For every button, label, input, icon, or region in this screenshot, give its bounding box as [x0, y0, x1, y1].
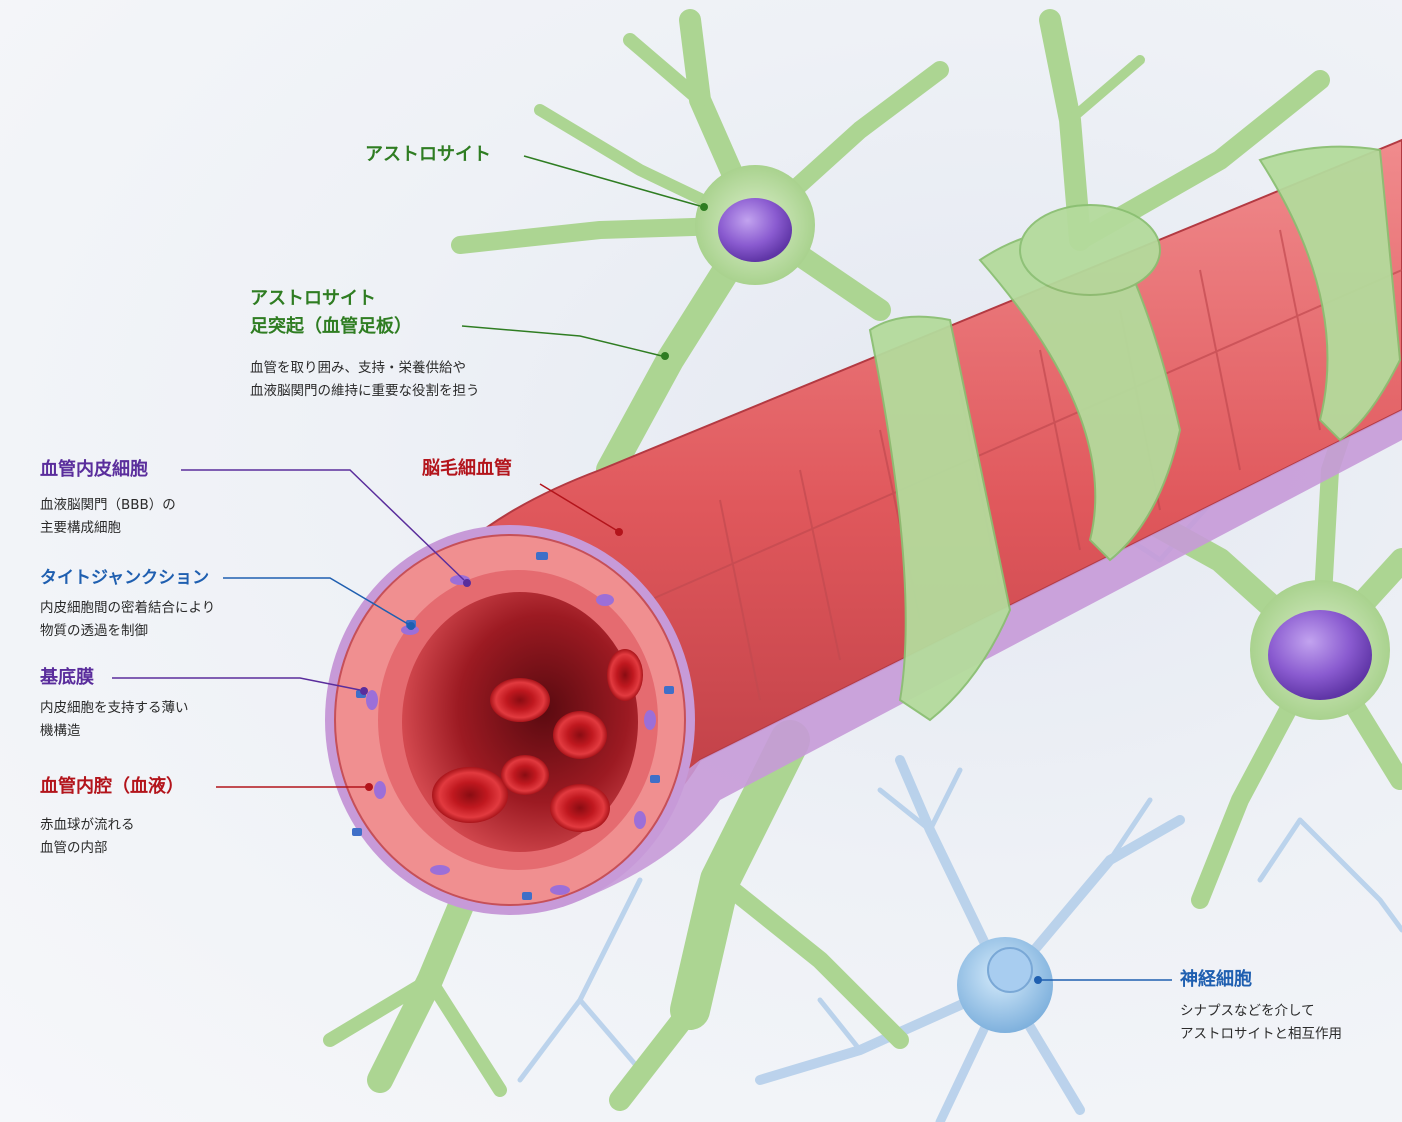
label-capillary: 脳毛細血管 — [422, 458, 512, 479]
label-endfoot-line1: アストロサイト — [250, 288, 376, 309]
desc-tight-junction-line1: 内皮細胞間の密着結合により — [40, 600, 216, 616]
label-neuron: 神経細胞 — [1180, 969, 1252, 990]
rbc — [550, 784, 610, 832]
leader-tight-junction — [223, 577, 409, 625]
leader-capillary — [539, 483, 617, 531]
desc-neuron-line1: シナプスなどを介して — [1180, 1003, 1315, 1019]
astrocyte-nucleus-top — [718, 198, 792, 262]
neuron-network — [517, 397, 1402, 1122]
rbc — [553, 711, 607, 759]
desc-endothelial-line2: 主要構成細胞 — [40, 520, 121, 536]
red-blood-cells — [432, 649, 643, 832]
desc-lumen-line2: 血管の内部 — [40, 840, 108, 856]
label-tight-junction: タイトジャンクション — [40, 568, 210, 588]
desc-tight-junction-line2: 物質の透過を制御 — [40, 623, 148, 639]
astrocyte-nucleus-right — [1268, 610, 1372, 700]
rbc — [607, 649, 643, 701]
desc-endfoot-line2: 血液脳関門の維持に重要な役割を担う — [250, 383, 480, 399]
desc-neuron-line2: アストロサイトと相互作用 — [1180, 1026, 1342, 1042]
endothelial-nuclei — [366, 575, 656, 895]
desc-endfoot-line1: 血管を取り囲み、支持・栄養供給や — [250, 360, 466, 376]
label-lumen: 血管内腔（血液） — [40, 776, 184, 797]
desc-basement-line2: 機構造 — [40, 723, 81, 739]
leader-lines — [112, 155, 1172, 984]
label-astrocyte: アストロサイト — [365, 144, 491, 165]
leader-astrocyte — [523, 155, 701, 207]
desc-basement-line1: 内皮細胞を支持する薄い — [40, 700, 189, 716]
label-basement-membrane: 基底膜 — [40, 667, 94, 688]
rbc — [490, 678, 550, 722]
neuron-nucleus — [987, 947, 1033, 993]
desc-endothelial-line1: 血液脳関門（BBB）の — [40, 497, 176, 513]
astrocyte-endfeet — [868, 145, 1402, 722]
rbc — [432, 767, 508, 823]
leader-endfoot — [461, 325, 663, 357]
leader-basement — [112, 677, 361, 691]
label-endfoot-line2: 足突起（血管足板） — [250, 316, 412, 337]
rbc — [501, 755, 549, 795]
desc-lumen-line1: 赤血球が流れる — [40, 817, 135, 833]
leader-endothelial — [181, 469, 465, 581]
label-endothelial: 血管内皮細胞 — [40, 459, 148, 480]
